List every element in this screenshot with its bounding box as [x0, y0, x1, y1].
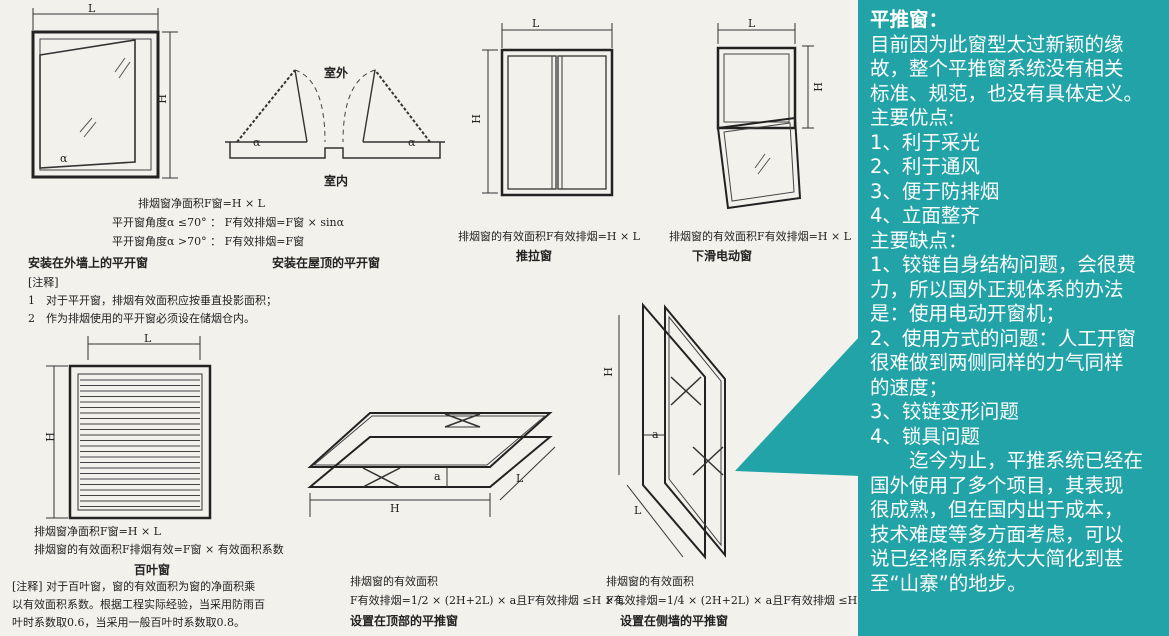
- bottom-hung-diagram: [716, 23, 814, 210]
- caption-casement-wall: 安装在外墙上的平开窗: [28, 256, 149, 270]
- cons-item: 力，所以国外正规体系的办法: [870, 277, 1124, 301]
- pros-item: 3、便于防排烟: [870, 179, 1000, 203]
- louver-diagram: [46, 336, 212, 520]
- casement-roof-diagram: [225, 69, 445, 159]
- cons-item: 很难做到两侧同样的力气同样: [870, 351, 1124, 374]
- closing-line: 迄今为止，平推系统已经在: [870, 449, 1144, 472]
- sliding-formula: 排烟窗的有效面积F有效排烟=H × L: [458, 230, 640, 243]
- dim-h-line: [162, 31, 178, 179]
- louver-note: [注释] 对于百叶窗，窗的有效面积为窗的净面积乘: [12, 580, 256, 593]
- closing-line: 技术难度等多方面考虑，可以: [870, 522, 1124, 546]
- dim-label: L: [516, 472, 524, 485]
- louver-formula: 排烟窗的有效面积F排烟有效=F窗 × 有效面积系数: [34, 543, 284, 556]
- pros-item: 4、立面整齐: [870, 204, 980, 227]
- cons-item: 1、铰链自身结构问题，会很费: [870, 253, 1136, 276]
- caption-side-parallel: 设置在侧墙的平推窗: [620, 614, 729, 628]
- casement-wall-diagram: [31, 8, 160, 179]
- closing-line: 至“山寨”的地步。: [870, 571, 1027, 595]
- panel-title: 平推窗：: [870, 8, 949, 31]
- cons-item: 4、锁具问题: [870, 424, 980, 448]
- dim-label: H: [43, 432, 57, 442]
- cons-item: 是：使用电动开窗机；: [870, 302, 1066, 325]
- dim-label: H: [155, 94, 169, 104]
- alpha-label: α: [253, 136, 261, 149]
- closing-line: 说已经将原系统大大简化到甚: [870, 547, 1124, 570]
- cons-heading: 主要缺点：: [870, 228, 968, 252]
- cons-item: 2、使用方式的问题：人工开窗: [870, 326, 1136, 350]
- dim-label: H: [601, 367, 615, 377]
- caption-bottom-hung: 下滑电动窗: [692, 249, 753, 263]
- pros-item: 2、利于通风: [870, 155, 980, 178]
- dim-label: H: [469, 114, 483, 124]
- note-line: 2 作为排烟使用的平开窗必须设在储烟仓内。: [28, 312, 255, 325]
- dim-label: L: [634, 504, 642, 517]
- dim-label: L: [532, 17, 540, 30]
- casement-formula: 排烟窗净面积F窗=H × L: [138, 197, 265, 210]
- louver-formula: 排烟窗净面积F窗=H × L: [34, 525, 161, 538]
- top-parallel-formula: F有效排烟=1/2 × (2H+2L) × a且F有效排烟 ≤H × L: [350, 594, 625, 607]
- cons-item: 的速度；: [870, 375, 949, 399]
- bottom-hung-formula: 排烟窗的有效面积F有效排烟=H × L: [669, 230, 851, 243]
- alpha-label: α: [60, 152, 68, 165]
- dim-label: H: [390, 502, 400, 515]
- louver-note: 以有效面积系数。根据工程实际经验，当采用防雨百: [12, 598, 265, 611]
- dim-label: a: [652, 428, 659, 441]
- top-parallel-formula: 排烟窗的有效面积: [350, 575, 438, 588]
- note-line: 1 对于平开窗，排烟有效面积应按垂直投影面积；: [28, 294, 277, 307]
- indoor-label: 室内: [324, 174, 349, 188]
- pros-heading: 主要优点:: [870, 106, 955, 129]
- alpha-label: α: [408, 136, 416, 149]
- outdoor-label: 室外: [324, 66, 349, 80]
- callout-pointer: [735, 336, 860, 476]
- dim-label: L: [88, 2, 96, 15]
- side-parallel-formula: F有效排烟=1/4 × (2H+2L) × a且F有效排烟 ≤H × L: [606, 594, 881, 607]
- pros-item: 1、利于采光: [870, 130, 980, 154]
- louver-note: 叶时系数取0.6，当采用一般百叶时系数取0.8。: [12, 616, 245, 629]
- side-parallel-formula: 排烟窗的有效面积: [606, 575, 694, 588]
- scanned-document: L α H 室外 室内 α α 排烟窗净面积F窗=H × L 平开窗角度α ≤7…: [12, 2, 881, 629]
- caption-top-parallel: 设置在顶部的平推窗: [350, 614, 459, 628]
- sliding-window-diagram: [482, 23, 614, 197]
- side-parallel-diagram: [618, 302, 726, 560]
- top-parallel-diagram: [307, 412, 556, 517]
- dim-label: H: [811, 82, 825, 92]
- casement-formula: 平开窗角度α >70° ： F有效排烟=F窗: [112, 235, 305, 248]
- caption-casement-roof: 安装在屋顶的平开窗: [272, 256, 381, 270]
- panel-line: 标准、规范，也没有具体定义。: [870, 81, 1144, 105]
- cons-item: 3、铰链变形问题: [870, 400, 1019, 423]
- panel-line: 目前因为此窗型太过新颖的缘: [870, 32, 1124, 56]
- caption-louver: 百叶窗: [134, 563, 171, 577]
- panel-line: 故，整个平推窗系统没有相关: [870, 57, 1124, 80]
- dim-label: L: [144, 332, 152, 345]
- casement-formula: 平开窗角度α ≤70° ： F有效排烟=F窗 × sinα: [112, 216, 344, 229]
- closing-line: 国外使用了多个项目，其表现: [870, 473, 1124, 497]
- notes-head: [注释]: [28, 276, 59, 289]
- closing-line: 很成熟，但在国内出于成本，: [870, 498, 1124, 521]
- caption-sliding: 推拉窗: [516, 249, 553, 263]
- dim-label: a: [434, 470, 441, 483]
- dim-label: L: [748, 17, 756, 30]
- panel-text: 平推窗： 目前因为此窗型太过新颖的缘 故，整个平推窗系统没有相关 标准、规范，也…: [870, 8, 1166, 596]
- callout-panel: [858, 0, 1169, 636]
